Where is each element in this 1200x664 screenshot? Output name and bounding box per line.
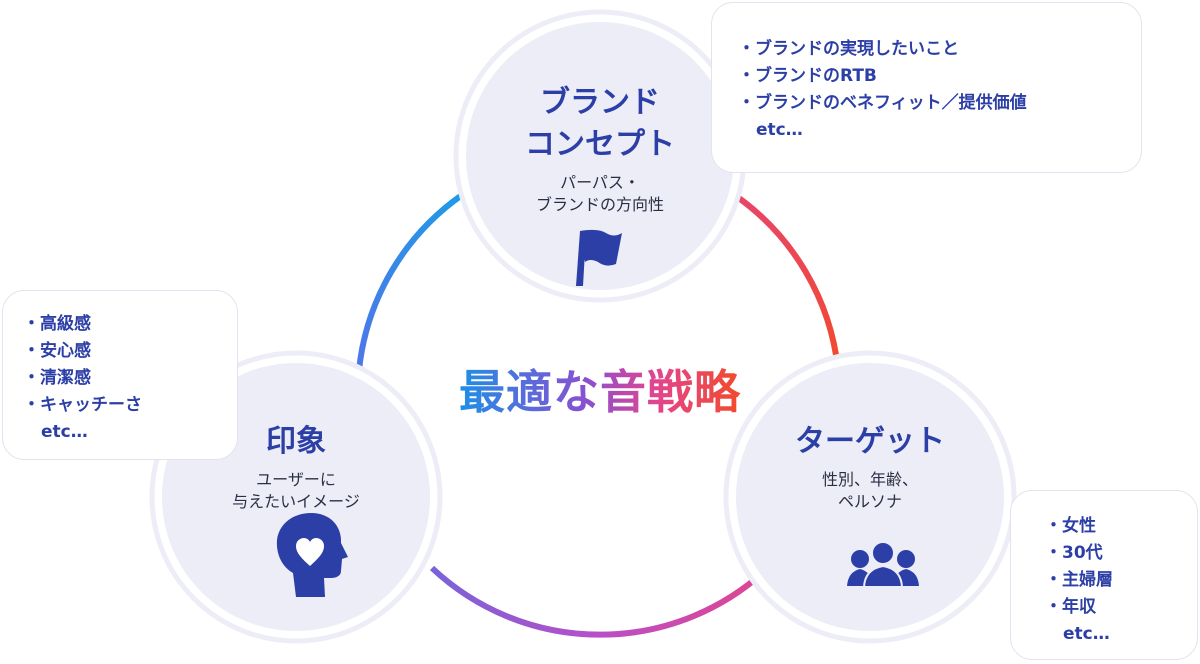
- callout-box-target: ・女性 ・30代 ・主婦層 ・年収 etc…: [1010, 490, 1198, 660]
- node-target-text: ターゲット 性別、年齢、 ペルソナ: [752, 421, 988, 513]
- ring-arc-bottom: [429, 565, 771, 638]
- node-impression-title: 印象: [266, 424, 326, 459]
- node-brand-title-line2: コンセプト: [525, 127, 675, 162]
- list-item: ・高級感: [23, 314, 91, 334]
- list-item-etc: etc…: [756, 120, 803, 140]
- flag-icon: [576, 229, 622, 286]
- list-item: ・安心感: [23, 341, 91, 361]
- list-item: ・30代: [1045, 543, 1103, 563]
- node-impression-sub-line1: ユーザーに: [256, 470, 336, 489]
- list-item-etc: etc…: [41, 422, 88, 442]
- node-target-title: ターゲット: [795, 424, 945, 459]
- node-brand-text: ブランド コンセプト パーパス・ ブランドの方向性: [482, 82, 718, 216]
- list-item: ・主婦層: [1045, 570, 1113, 590]
- ring-arc-right: [734, 193, 841, 370]
- node-target: [723, 350, 1017, 644]
- node-brand-sub-line1: パーパス・: [560, 173, 640, 192]
- list-item: ・年収: [1045, 597, 1096, 617]
- callout-box-impression: ・高級感 ・安心感 ・清潔感 ・キャッチーさ etc…: [2, 290, 238, 460]
- list-item: ・ブランドのベネフィット／提供価値: [738, 93, 1027, 113]
- node-target-sub-line2: ペルソナ: [837, 492, 902, 511]
- center-title: 最適な音戦略: [459, 365, 741, 419]
- node-impression-text: 印象 ユーザーに 与えたいイメージ: [178, 421, 414, 513]
- node-target-sub-line1: 性別、年齢、: [821, 470, 918, 489]
- list-item: ・清潔感: [23, 368, 91, 388]
- list-item: ・女性: [1045, 516, 1096, 536]
- list-item-etc: etc…: [1063, 624, 1110, 644]
- list-item: ・ブランドの実現したいこと: [738, 39, 959, 59]
- list-item: ・ブランドのRTB: [738, 66, 877, 86]
- list-item: ・キャッチーさ: [23, 395, 142, 415]
- ring-arc-left: [356, 192, 464, 371]
- group-people-icon: [847, 541, 919, 588]
- head-heart-icon: [276, 513, 348, 597]
- node-brand-sub-line2: ブランドの方向性: [535, 195, 664, 214]
- node-impression-sub-line2: 与えたいイメージ: [232, 492, 360, 511]
- node-brand-title-line1: ブランド: [540, 85, 660, 120]
- callout-box-brand: ・ブランドの実現したいこと ・ブランドのRTB ・ブランドのベネフィット／提供価…: [711, 2, 1142, 173]
